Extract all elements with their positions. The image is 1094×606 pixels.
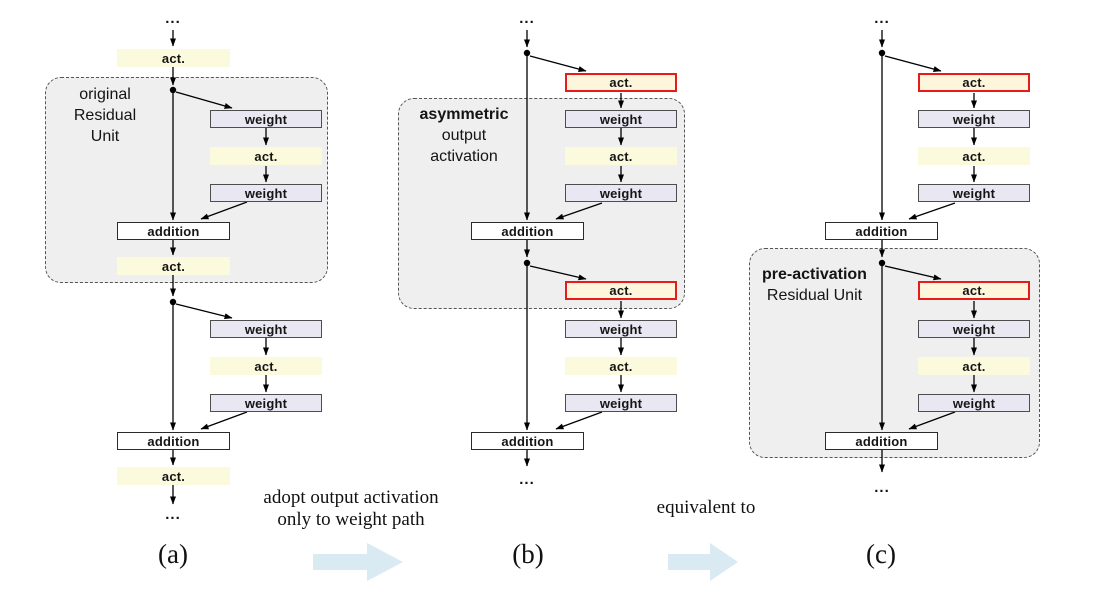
weight-box: weight bbox=[918, 184, 1030, 202]
connectors-column-c bbox=[878, 30, 977, 473]
ellipsis: ... bbox=[874, 10, 890, 27]
weight-box: weight bbox=[565, 184, 677, 202]
act-box: act. bbox=[918, 357, 1030, 375]
connectors-column-b bbox=[523, 30, 624, 467]
weight-box: weight bbox=[210, 184, 322, 202]
addition-box: addition bbox=[471, 432, 584, 450]
act-box: act. bbox=[918, 147, 1030, 165]
ellipsis: ... bbox=[519, 471, 535, 488]
addition-box: addition bbox=[117, 432, 230, 450]
ellipsis: ... bbox=[165, 506, 181, 523]
act-box: act. bbox=[565, 357, 677, 375]
addition-box: addition bbox=[825, 432, 938, 450]
act-box-red: act. bbox=[918, 73, 1030, 92]
act-box: act. bbox=[117, 49, 230, 67]
subfigure-caption-c: (c) bbox=[866, 539, 896, 569]
ellipsis: ... bbox=[165, 10, 181, 27]
weight-box: weight bbox=[918, 320, 1030, 338]
act-box-red: act. bbox=[565, 73, 677, 92]
weight-box: weight bbox=[565, 394, 677, 412]
region-label-original-residual-unit: original Residual Unit bbox=[73, 86, 137, 145]
region-label-asymmetric-output-activation: asymmetric output activation bbox=[419, 106, 509, 165]
ellipsis: ... bbox=[874, 479, 890, 496]
act-box: act. bbox=[117, 257, 230, 275]
subfigure-caption-a: (a) bbox=[158, 539, 188, 569]
region-label-pre-activation-residual-unit: pre-activation Residual Unit bbox=[762, 266, 867, 304]
act-box: act. bbox=[565, 147, 677, 165]
transform-arrow-icon-a-to-b bbox=[313, 543, 403, 581]
act-box: act. bbox=[117, 467, 230, 485]
addition-box: addition bbox=[117, 222, 230, 240]
act-box-red: act. bbox=[918, 281, 1030, 300]
act-box-red: act. bbox=[565, 281, 677, 300]
asymmetric-output-activation-region bbox=[398, 98, 685, 309]
weight-box: weight bbox=[210, 394, 322, 412]
annotation-adopt-output-activation: adopt output activation only to weight p… bbox=[263, 487, 439, 530]
weight-box: weight bbox=[918, 394, 1030, 412]
annotation-equivalent-to: equivalent to bbox=[656, 497, 756, 518]
weight-box: weight bbox=[565, 320, 677, 338]
transform-arrow-icon-b-to-c bbox=[668, 543, 738, 581]
connectors-column-a bbox=[169, 30, 269, 505]
weight-box: weight bbox=[210, 320, 322, 338]
addition-box: addition bbox=[825, 222, 938, 240]
weight-box: weight bbox=[565, 110, 677, 128]
weight-box: weight bbox=[210, 110, 322, 128]
act-box: act. bbox=[210, 357, 322, 375]
ellipsis: ... bbox=[519, 10, 535, 27]
weight-box: weight bbox=[918, 110, 1030, 128]
addition-box: addition bbox=[471, 222, 584, 240]
act-box: act. bbox=[210, 147, 322, 165]
subfigure-caption-b: (b) bbox=[512, 539, 544, 569]
